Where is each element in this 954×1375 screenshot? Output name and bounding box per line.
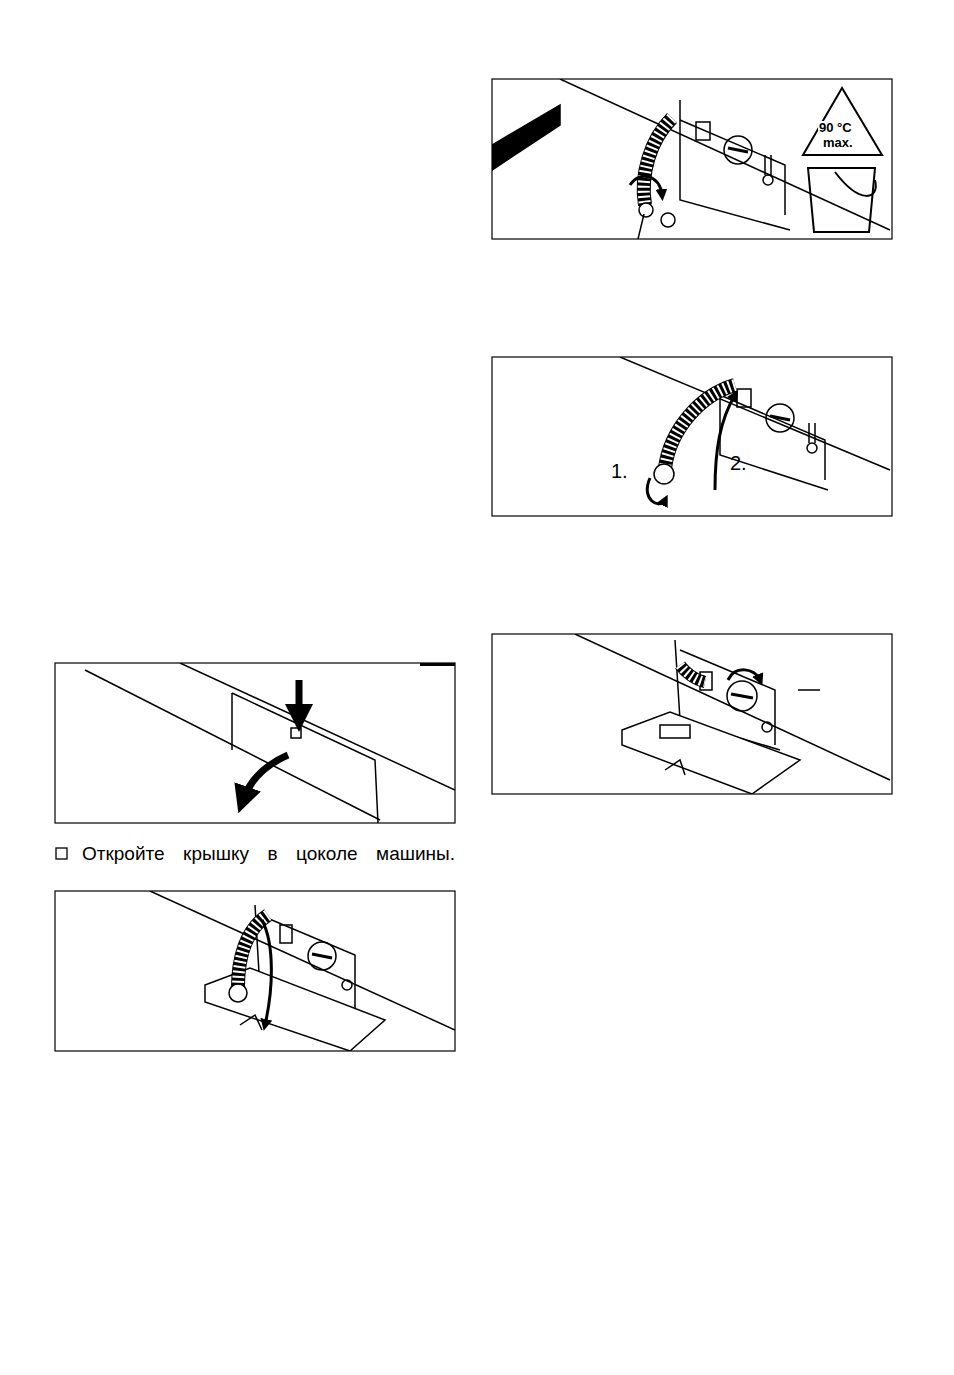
step-number: 1. bbox=[611, 460, 628, 482]
instruction-text: Откройте крышку в цоколе машины. bbox=[82, 844, 455, 865]
temperature-limit: 90 °C bbox=[818, 121, 853, 135]
temperature-limit: max. bbox=[822, 136, 854, 150]
step-number: 2. bbox=[730, 452, 747, 474]
